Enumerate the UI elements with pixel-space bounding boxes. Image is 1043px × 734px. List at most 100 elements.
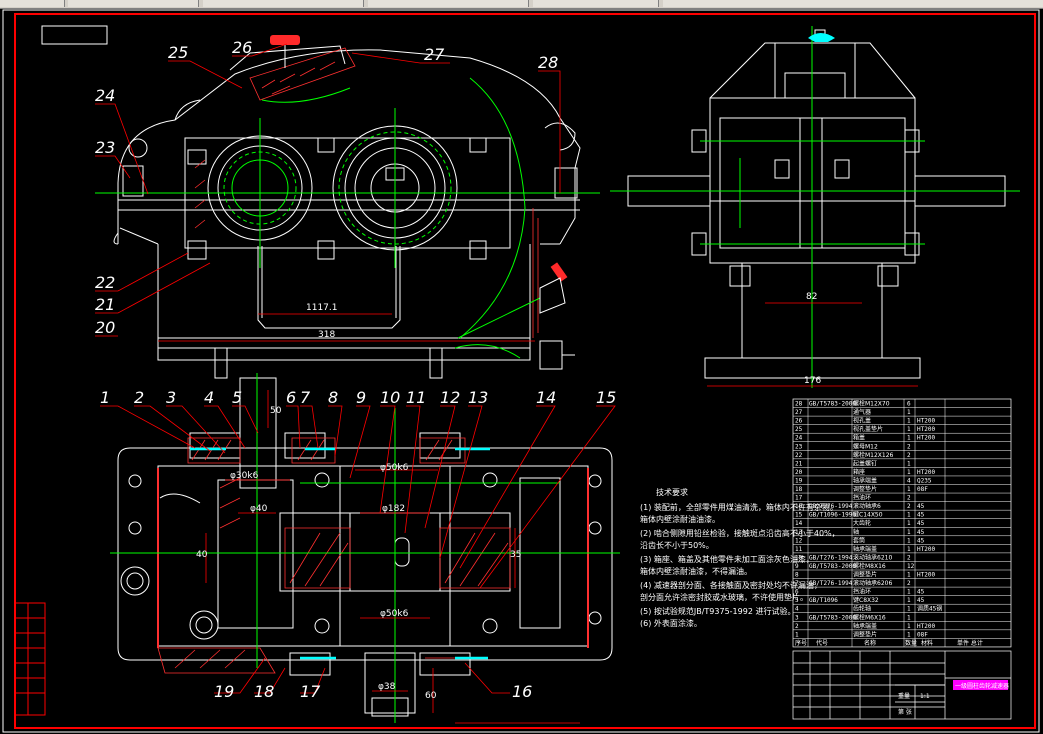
table-cell-no: 21	[795, 460, 803, 467]
table-header-mat: 材料	[921, 639, 933, 647]
table-cell-name: 轴	[853, 528, 859, 536]
table-header-note: 单件 总计	[957, 639, 983, 647]
table-cell-qty: 1	[907, 546, 911, 553]
front-plugs	[270, 35, 568, 314]
dim-phi50-top: φ50k6	[380, 463, 409, 473]
table-cell-qty: 2	[907, 580, 911, 587]
title-highlight	[953, 680, 1008, 690]
tech-line: (4) 减速器剖分面、各接触面及密封处均不许漏油，	[640, 580, 822, 590]
table-cell-no: 13	[795, 529, 803, 536]
table-cell-name: 螺栓M6X16	[853, 613, 886, 621]
plan-green-lines	[110, 373, 620, 723]
dim-phi40: φ40	[250, 504, 268, 514]
table-cell-mat: HT200	[917, 623, 935, 630]
table-cell-name: 轴承端盖	[853, 545, 877, 553]
table-cell-qty: 1	[907, 418, 911, 425]
table-cell-mat: HT200	[917, 546, 935, 553]
table-header-qty: 数量	[905, 639, 917, 647]
table-cell-no: 18	[795, 486, 803, 493]
side-dimensions	[707, 302, 918, 387]
dim-phi38: φ38	[378, 682, 396, 692]
tech-line: 箱体内壁涂耐油油漆。	[640, 514, 720, 524]
plan-seals	[190, 447, 490, 660]
toolbar-segment[interactable]	[68, 0, 199, 7]
table-cell-qty: 2	[907, 554, 911, 561]
table-cell-mat: HT200	[917, 435, 935, 442]
balloon-26: 26	[232, 38, 252, 57]
table-cell-qty: 1	[907, 537, 911, 544]
table-cell-name: 起盖螺钉	[853, 459, 877, 467]
table-cell-name: 挡油环	[853, 588, 871, 596]
table-cell-no: 10	[795, 554, 803, 561]
table-header-code: 代号	[816, 639, 828, 647]
cad-drawing-canvas[interactable]: 1117.1 318 25 26 27 28 24 23 22 21 20	[0, 8, 1043, 734]
balloon-18: 18	[254, 682, 274, 701]
table-cell-no: 22	[795, 452, 803, 459]
balloon-13: 13	[468, 388, 488, 407]
tech-requirements: 技术要求 (1) 装配前，全部零件用煤油清洗，箱体内不许有杂物。 箱体内壁涂耐油…	[640, 487, 840, 628]
plan-dimensions	[205, 390, 580, 724]
table-cell-no: 4	[795, 606, 799, 613]
table-cell-qty: 1	[907, 623, 911, 630]
table-cell-mat: HT200	[917, 572, 935, 579]
dim-phi182: φ182	[382, 504, 405, 514]
dim-front-long: 318	[318, 330, 335, 340]
table-cell-qty: 2	[907, 452, 911, 459]
table-cell-name: 调整垫片	[853, 630, 877, 638]
table-cell-name: 轴承端盖	[853, 476, 877, 484]
table-cell-code: GB/T1096	[809, 597, 838, 604]
table-cell-qty: 1	[907, 589, 911, 596]
table-cell-mat: Q235	[917, 477, 932, 484]
balloon-12: 12	[440, 388, 460, 407]
tech-line: (2) 啮合侧隙用铅丝检验，接触斑点沿齿高不小于40%，	[640, 528, 840, 538]
table-cell-no: 7	[795, 580, 799, 587]
balloon-10: 10	[380, 388, 400, 407]
toolbar-segment[interactable]	[368, 0, 529, 7]
dim-v35: 35	[510, 550, 521, 560]
table-cell-mat: 08F	[917, 486, 928, 493]
dim-phi30: φ30k6	[230, 471, 259, 481]
table-cell-code: GB/T276-1994	[809, 554, 853, 561]
tech-line: 箱体内壁涂耐油漆，不得漏油。	[640, 566, 752, 576]
table-cell-mat: HT200	[917, 469, 935, 476]
table-cell-code: GB/T276-1994	[809, 503, 853, 510]
front-green-lines	[95, 77, 600, 359]
table-cell-code: GB/T5783-2000	[809, 614, 856, 621]
balloon-9: 9	[356, 388, 366, 407]
table-cell-no: 9	[795, 563, 799, 570]
table-cell-qty: 4	[907, 477, 911, 484]
table-cell-qty: 2	[907, 443, 911, 450]
title-sheet: 第 张	[898, 708, 912, 716]
dim-front-small: 1117.1	[306, 303, 338, 313]
table-cell-no: 11	[795, 546, 803, 553]
app-toolbar-strip	[0, 0, 1043, 9]
table-cell-name: 箱座	[853, 468, 865, 476]
table-cell-name: 螺栓M12X126	[853, 451, 894, 459]
balloon-14: 14	[536, 388, 556, 407]
table-cell-code: GB/T5783-2000	[809, 401, 856, 408]
toolbar-segment[interactable]	[663, 0, 1043, 7]
balloon-15: 15	[596, 388, 616, 407]
side-vent-cap	[808, 33, 835, 42]
table-cell-name: 螺母M12	[853, 442, 878, 450]
table-cell-mat: 45	[917, 503, 925, 510]
table-cell-mat: 45	[917, 537, 925, 544]
toolbar-segment[interactable]	[0, 0, 65, 7]
toolbar-segment[interactable]	[533, 0, 659, 7]
toolbar-segment[interactable]	[203, 0, 364, 7]
balloon-8: 8	[328, 388, 338, 407]
plan-hatching	[157, 437, 589, 674]
table-cell-no: 1	[795, 631, 799, 638]
front-view	[113, 45, 581, 379]
table-cell-no: 15	[795, 512, 803, 519]
table-cell-qty: 1	[907, 606, 911, 613]
balloon-7: 7	[300, 388, 311, 407]
table-cell-no: 19	[795, 477, 803, 484]
drawing-name: 一级圆柱齿轮减速器	[955, 682, 1009, 690]
plan-leaders	[100, 405, 616, 694]
table-cell-mat: 45	[917, 589, 925, 596]
table-cell-qty: 2	[907, 495, 911, 502]
balloon-17: 17	[300, 682, 321, 701]
table-cell-name: 齿轮轴	[853, 605, 871, 613]
